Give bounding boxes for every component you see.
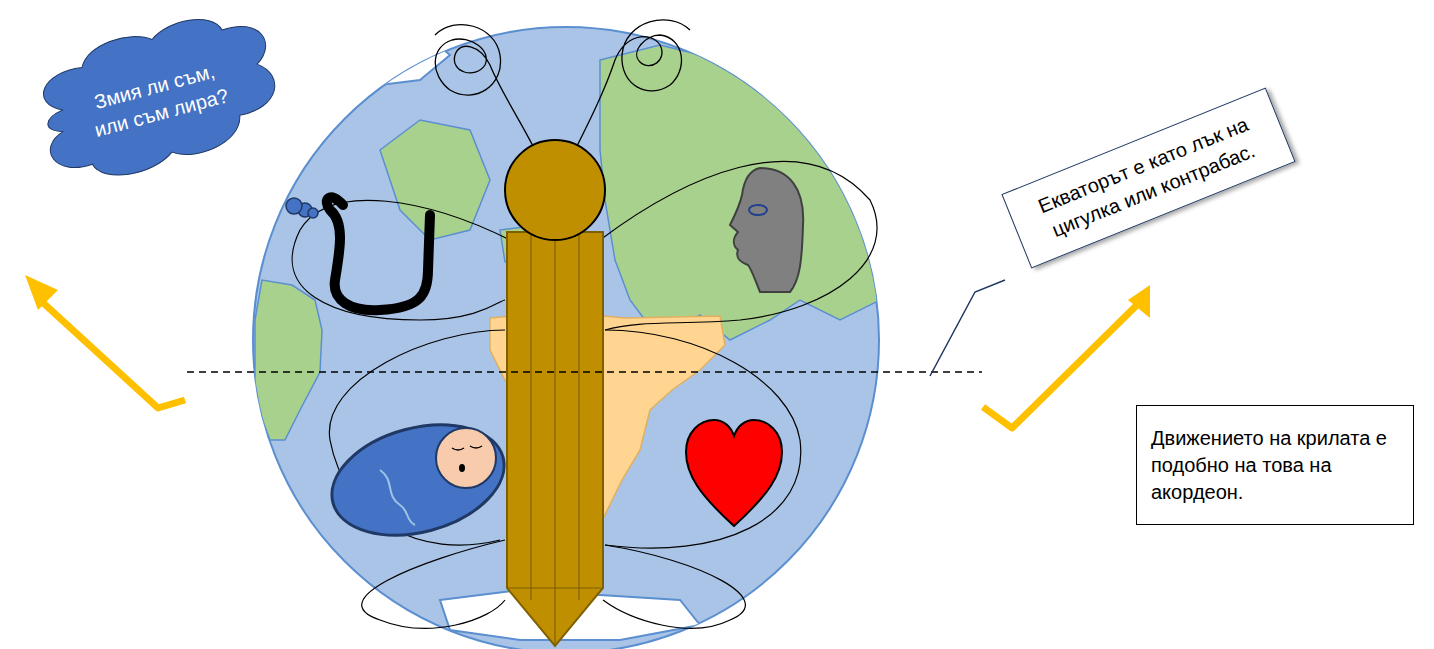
heart xyxy=(686,420,782,526)
continent xyxy=(380,120,490,240)
ice xyxy=(360,30,450,85)
arrowhead xyxy=(25,275,58,310)
blanket-fold xyxy=(380,470,415,525)
thought-bubble xyxy=(308,208,318,218)
baby-eyes xyxy=(452,446,482,450)
note-box: Екваторът е като лък на цигулка или конт… xyxy=(1001,88,1295,269)
text-box: Движението на крилата е подобно на това … xyxy=(1136,405,1414,525)
thought-cloud: Змия ли съм, или съм лира? xyxy=(18,0,298,205)
body-lines xyxy=(507,232,603,646)
snake-lyre xyxy=(327,197,430,310)
yellow-arrow xyxy=(40,300,1140,428)
node-text: Движението на крилата е подобно на това … xyxy=(1151,425,1399,506)
antennae xyxy=(435,20,690,150)
leader-line xyxy=(930,280,1005,376)
node-text: Екваторът е като лък на цигулка или конт… xyxy=(1020,105,1277,251)
continent xyxy=(255,280,322,440)
butterfly-body xyxy=(507,232,603,646)
equator xyxy=(187,371,982,373)
baby-face xyxy=(436,428,496,488)
arrowhead xyxy=(1128,285,1150,318)
thought-bubble xyxy=(286,198,302,214)
eye xyxy=(749,205,767,215)
baby-blanket xyxy=(320,407,517,553)
butterfly-head xyxy=(505,140,605,240)
head-profile xyxy=(730,168,803,292)
baby-mouth xyxy=(459,464,465,472)
